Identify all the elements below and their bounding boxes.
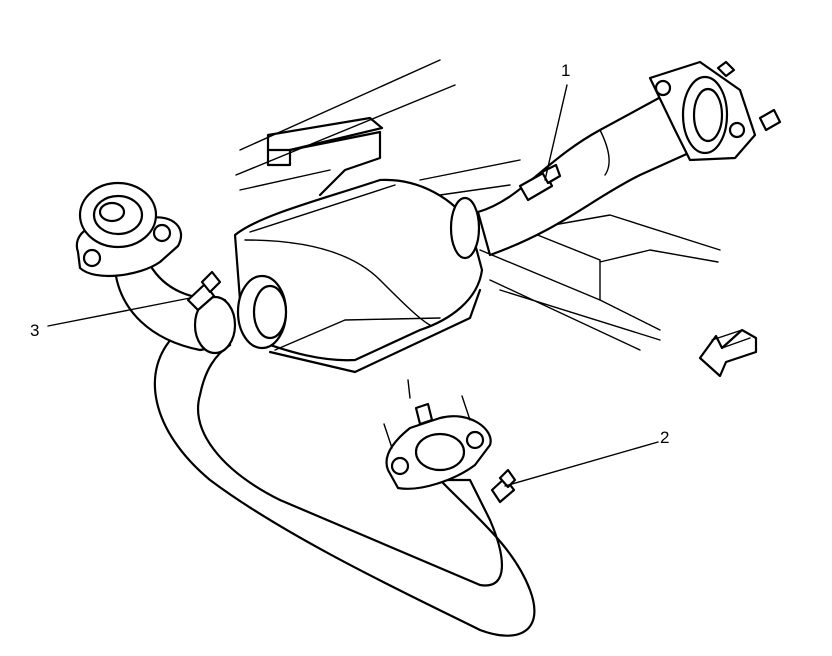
callout-2: 2 [660,428,670,447]
leader-line-2 [504,441,659,487]
callout-3: 3 [30,321,40,340]
sensor-stud-3 [186,270,222,312]
catalytic-converter [233,178,484,374]
leader-lines [47,84,659,487]
right-flange [648,60,782,162]
rear-pipe-right [476,90,702,257]
underbody-frame [235,59,721,351]
callout-1: 1 [561,61,571,80]
sensor-stud-1 [518,163,562,202]
lower-flange [383,379,492,490]
forward-arrow-icon [698,328,758,378]
leader-line-1 [544,84,568,181]
crossover-pipe [153,333,536,637]
front-pipe-left [113,263,237,355]
sensor-stud-2 [490,468,517,504]
leader-line-3 [47,297,191,327]
left-flange [75,181,183,278]
